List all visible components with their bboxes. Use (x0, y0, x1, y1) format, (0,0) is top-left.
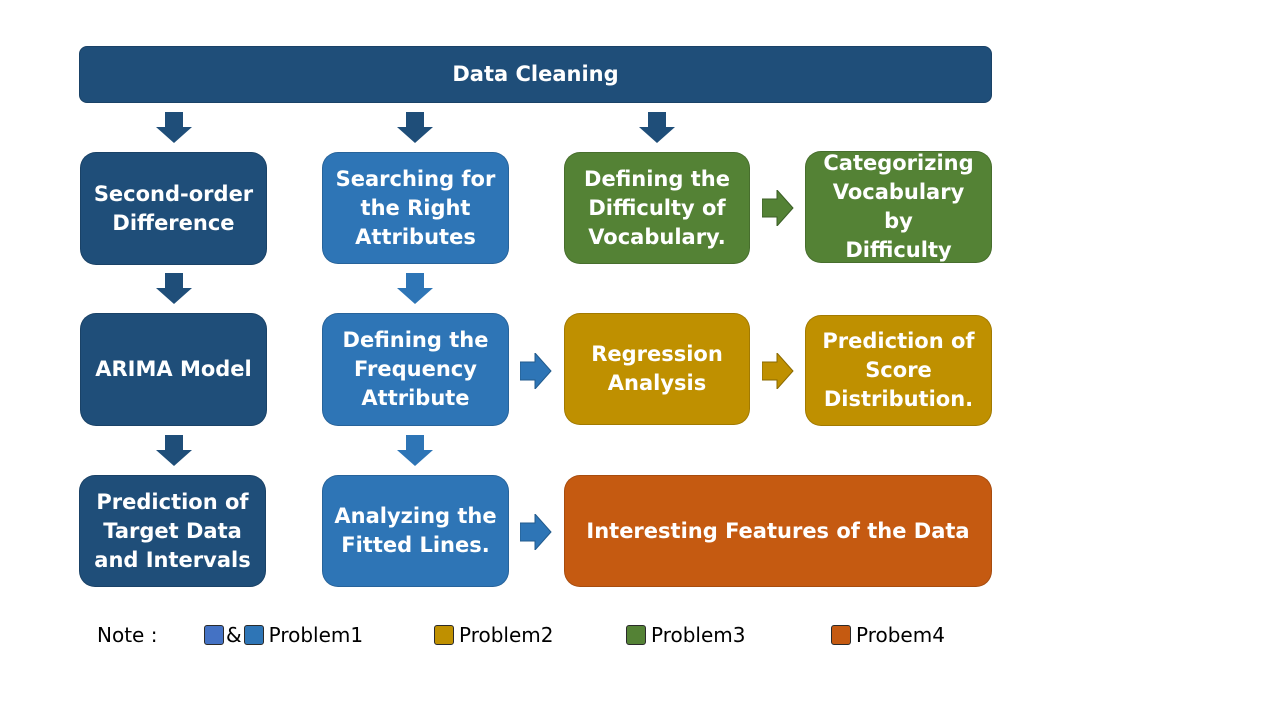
arrow-down-icon (156, 435, 192, 466)
second-order-difference-node: Second-order Difference (80, 152, 267, 265)
regression-analysis-label: Regression Analysis (591, 342, 723, 395)
prediction-target-data-label: Prediction of Target Data and Intervals (94, 489, 251, 572)
interesting-features-label: Interesting Features of the Data (586, 518, 970, 543)
regression-analysis-node: Regression Analysis (564, 313, 750, 425)
legend-problem2: Problem2 (434, 620, 554, 650)
arrow-right-icon (520, 353, 552, 389)
arrow-down-icon (156, 112, 192, 143)
arrow-down-icon (397, 112, 433, 143)
searching-right-attributes-label: Searching for the Right Attributes (335, 166, 496, 249)
defining-difficulty-vocabulary-label: Defining the Difficulty of Vocabulary. (584, 166, 730, 249)
data-cleaning-node: Data Cleaning (79, 46, 992, 103)
analyzing-fitted-lines-label: Analyzing the Fitted Lines. (334, 504, 497, 557)
arima-model-node: ARIMA Model (80, 313, 267, 426)
interesting-features-node: Interesting Features of the Data (564, 475, 992, 587)
arrow-right-icon (762, 190, 794, 226)
second-order-difference-label: Second-order Difference (93, 181, 254, 235)
prediction-target-data-node: Prediction of Target Data and Intervals (79, 475, 266, 587)
legend-swatch-light-blue (204, 625, 224, 645)
legend-problem3: Problem3 (626, 620, 746, 650)
legend-note-label: Note : (97, 623, 158, 647)
legend-swatch-mid-blue (243, 625, 264, 645)
defining-frequency-attribute-node: Defining the Frequency Attribute (322, 313, 509, 426)
legend-problem2-label: Problem2 (459, 623, 554, 647)
arrow-down-icon (397, 435, 433, 466)
defining-difficulty-vocabulary-node: Defining the Difficulty of Vocabulary. (564, 152, 750, 264)
arrow-down-icon (156, 273, 192, 304)
legend-problem4: Probem4 (831, 620, 945, 650)
legend-ampersand: & (226, 623, 242, 647)
arrow-down-icon (639, 112, 675, 143)
legend-swatch-orange (831, 625, 851, 645)
arima-model-label: ARIMA Model (95, 357, 252, 381)
arrow-right-icon (520, 514, 552, 550)
legend-swatch-gold (434, 625, 454, 645)
categorizing-vocabulary-node: Categorizing Vocabulary by Difficulty (805, 151, 992, 263)
defining-frequency-attribute-label: Defining the Frequency Attribute (342, 328, 489, 410)
arrow-down-icon (397, 273, 433, 304)
legend-problem4-label: Probem4 (856, 623, 945, 647)
analyzing-fitted-lines-node: Analyzing the Fitted Lines. (322, 475, 509, 587)
categorizing-vocabulary-label: Categorizing Vocabulary by Difficulty (823, 151, 974, 262)
searching-right-attributes-node: Searching for the Right Attributes (322, 152, 509, 264)
legend-problem3-label: Problem3 (651, 623, 746, 647)
legend-swatch-green (626, 625, 646, 645)
data-cleaning-label: Data Cleaning (452, 62, 619, 86)
legend-problem1-label: Problem1 (268, 623, 364, 647)
legend-problem1: & Problem1 (204, 620, 363, 650)
prediction-score-distribution-label: Prediction of Score Distribution. (822, 329, 975, 411)
prediction-score-distribution-node: Prediction of Score Distribution. (805, 315, 992, 426)
arrow-right-icon (762, 353, 794, 389)
